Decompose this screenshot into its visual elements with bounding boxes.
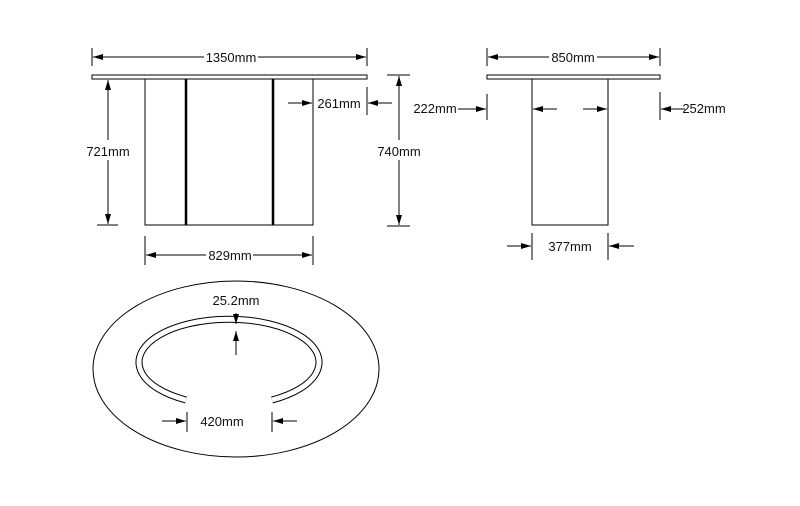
dim-377: 377mm bbox=[507, 233, 634, 260]
dim-label: 740mm bbox=[377, 144, 420, 159]
dim-label: 850mm bbox=[551, 50, 594, 65]
dim-252: 252mm bbox=[583, 92, 726, 120]
front-base bbox=[144, 78, 314, 226]
dim-850: 850mm bbox=[486, 48, 661, 66]
tabletop-outline bbox=[92, 280, 380, 458]
dim-222: 222mm bbox=[413, 94, 557, 120]
dim-829: 829mm bbox=[144, 236, 314, 265]
dim-label: 1350mm bbox=[206, 50, 257, 65]
dim-label: 721mm bbox=[86, 144, 129, 159]
side-tabletop bbox=[486, 74, 661, 80]
dim-label: 420mm bbox=[200, 414, 243, 429]
dim-420: 420mm bbox=[162, 412, 297, 432]
dim-25-2: 25.2mm bbox=[213, 293, 260, 355]
dim-label: 377mm bbox=[548, 239, 591, 254]
curved-base-panel-inner bbox=[136, 316, 322, 403]
dim-740: 740mm bbox=[377, 74, 421, 227]
dim-261: 261mm bbox=[288, 87, 392, 115]
dim-label: 25.2mm bbox=[213, 293, 260, 308]
front-view: 1350mm 721mm 740mm 261mm 82 bbox=[86, 48, 421, 265]
side-base bbox=[531, 78, 609, 226]
dim-label: 829mm bbox=[208, 248, 251, 263]
side-view: 850mm 222mm 252mm 377mm bbox=[413, 48, 726, 260]
dim-1350: 1350mm bbox=[91, 48, 368, 66]
dim-label: 252mm bbox=[682, 101, 725, 116]
dim-label: 261mm bbox=[317, 96, 360, 111]
dim-721: 721mm bbox=[86, 78, 130, 226]
dim-label: 222mm bbox=[413, 101, 456, 116]
front-tabletop bbox=[91, 74, 368, 80]
plan-view: 25.2mm 420mm bbox=[92, 280, 380, 458]
